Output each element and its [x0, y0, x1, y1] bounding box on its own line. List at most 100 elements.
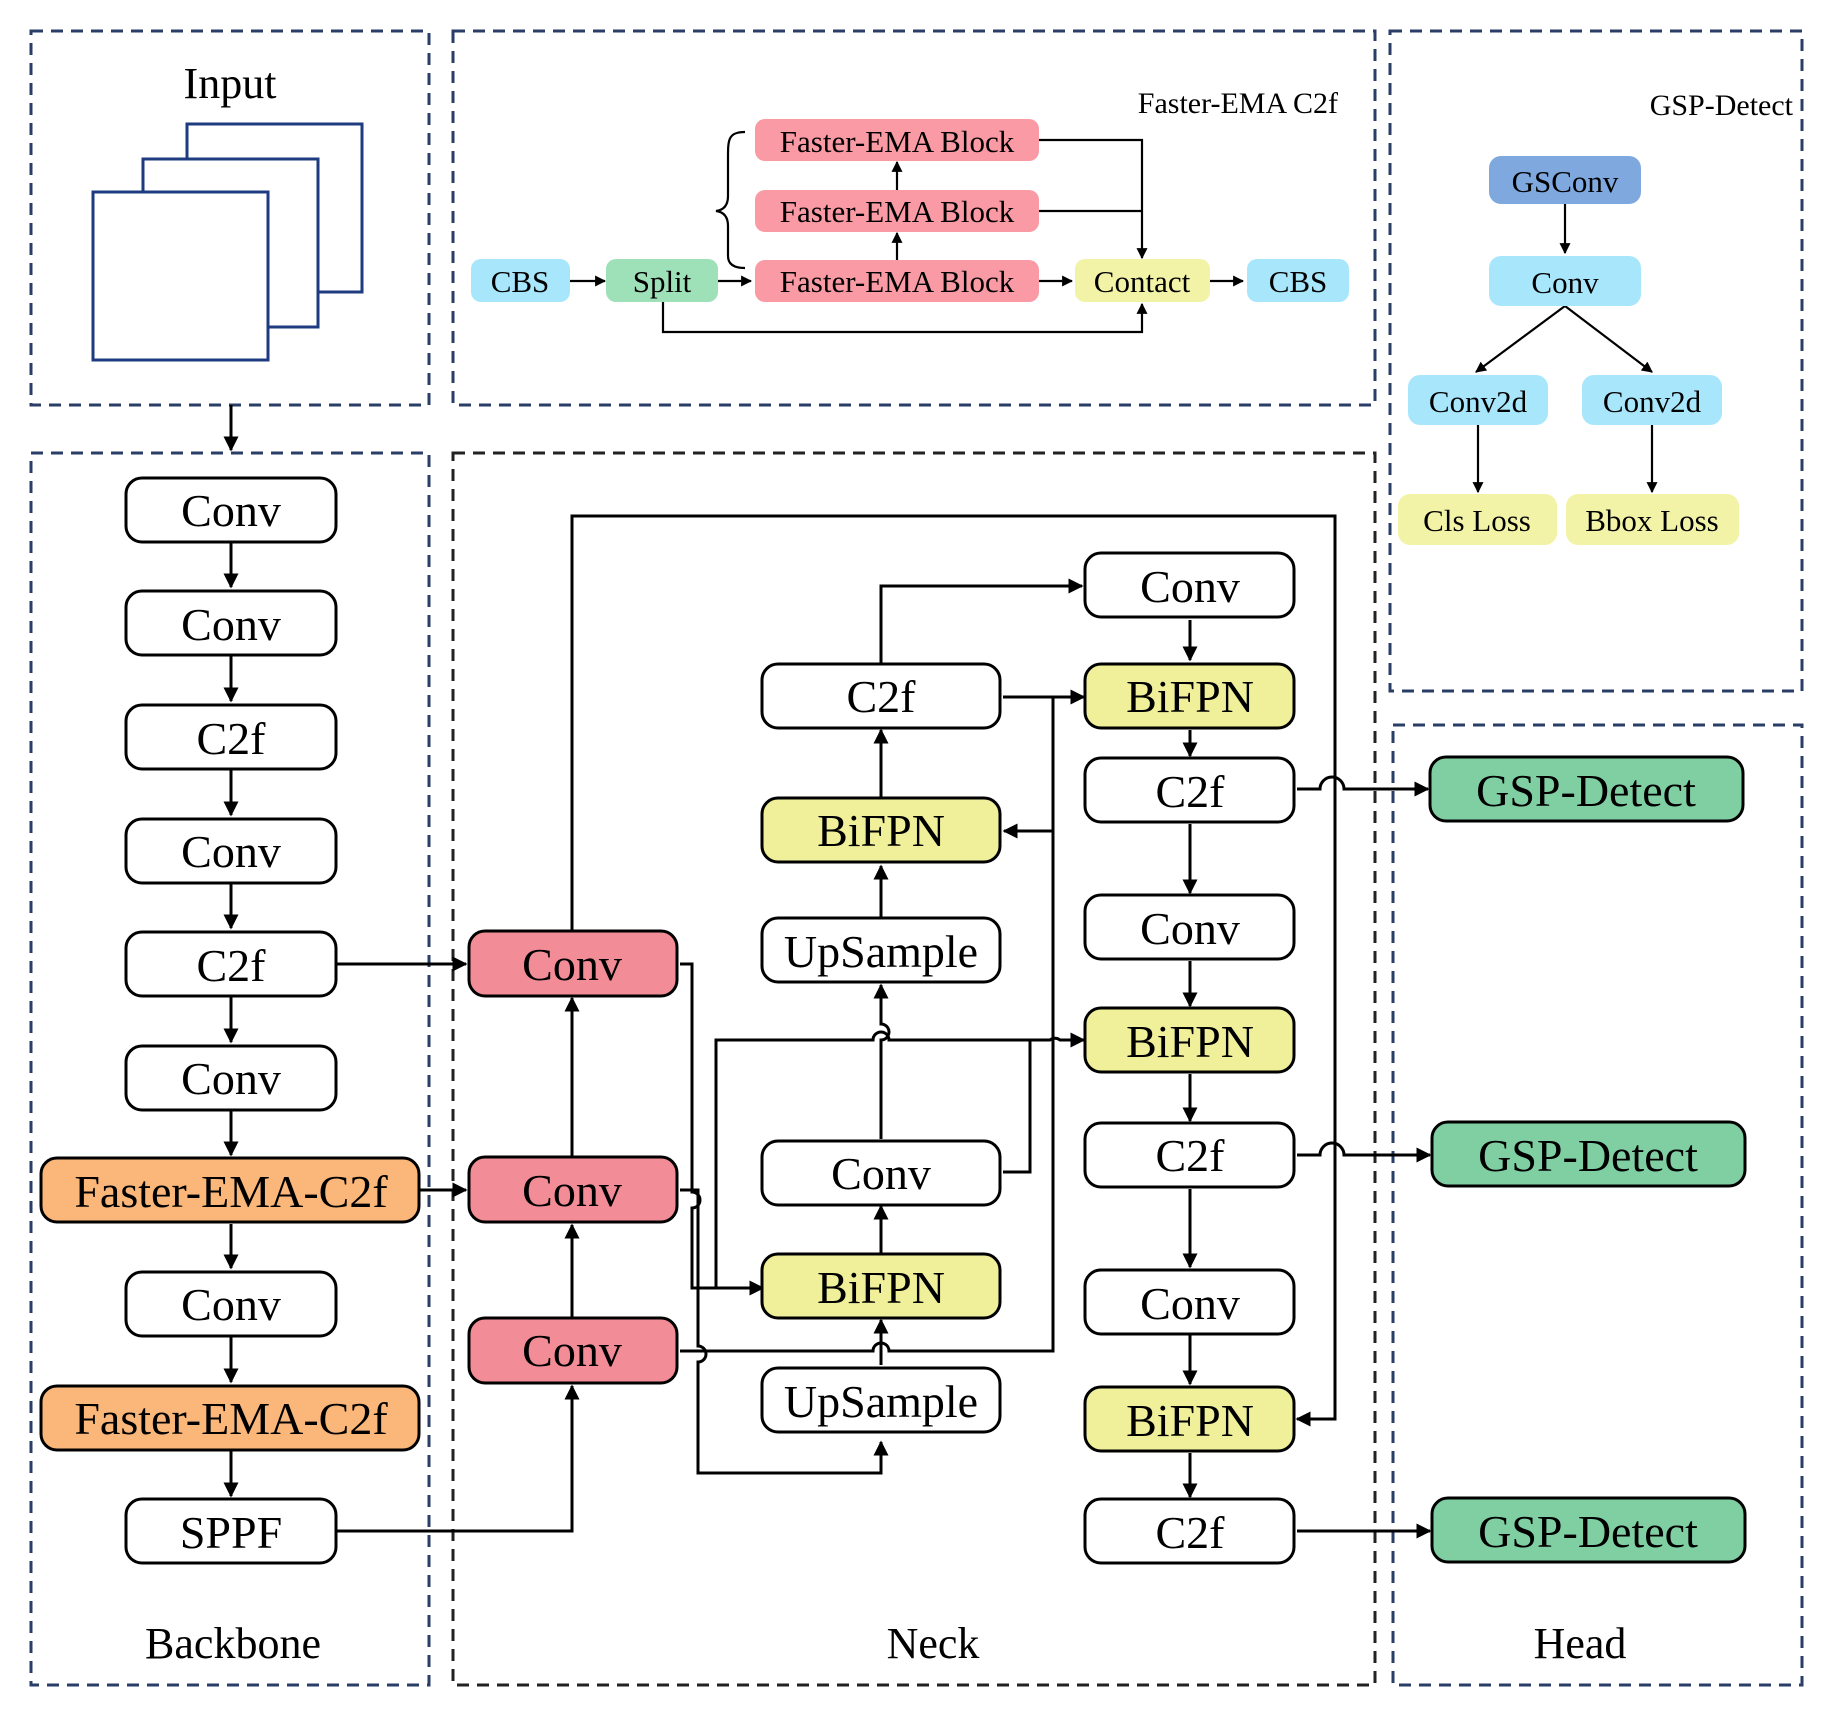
- svg-text:Conv: Conv: [831, 1148, 931, 1199]
- svg-text:Conv: Conv: [181, 485, 281, 536]
- svg-text:C2f: C2f: [1156, 1507, 1226, 1558]
- svg-text:Conv: Conv: [1140, 561, 1240, 612]
- c2f-cbs-in: CBS: [471, 259, 570, 302]
- gsp-conv2d-right: Conv2d: [1582, 375, 1722, 425]
- neck-conv-mid: Conv: [467, 1155, 679, 1224]
- neck-right-bifpn-2: BiFPN: [1083, 1006, 1296, 1074]
- c2f-contact: Contact: [1075, 259, 1210, 302]
- svg-text:Conv: Conv: [1140, 1278, 1240, 1329]
- svg-text:Conv: Conv: [522, 1325, 622, 1376]
- head-title: Head: [1534, 1619, 1627, 1668]
- svg-text:UpSample: UpSample: [784, 1376, 978, 1427]
- faster-ema-c2f-caption: Faster-EMA C2f: [1138, 87, 1338, 120]
- svg-text:GSConv: GSConv: [1512, 164, 1619, 199]
- svg-text:C2f: C2f: [1156, 1130, 1226, 1181]
- svg-text:Conv: Conv: [1531, 265, 1599, 300]
- gsp-cls-loss: Cls Loss: [1398, 494, 1557, 545]
- svg-text:Conv: Conv: [522, 939, 622, 990]
- neck-right-c2f-1: C2f: [1083, 756, 1296, 824]
- svg-text:Conv: Conv: [522, 1165, 622, 1216]
- backbone-conv-5: Conv: [124, 1270, 338, 1338]
- svg-text:C2f: C2f: [1156, 766, 1226, 817]
- backbone-c2f-2: C2f: [124, 930, 338, 998]
- head-gsp-detect-3: GSP-Detect: [1430, 1496, 1747, 1564]
- backbone-conv-2: Conv: [124, 589, 338, 657]
- gsp-conv: Conv: [1489, 256, 1641, 306]
- svg-text:Conv: Conv: [181, 1053, 281, 1104]
- neck-right-conv-3: Conv: [1083, 1268, 1296, 1336]
- gsp-module-connectors: [1472, 204, 1658, 494]
- svg-text:Conv: Conv: [181, 1279, 281, 1330]
- backbone-title: Backbone: [145, 1619, 321, 1668]
- svg-text:Split: Split: [633, 264, 692, 299]
- backbone-conv-4: Conv: [124, 1044, 338, 1112]
- neck-upsample-top: UpSample: [760, 916, 1002, 984]
- head-gsp-detect-2: GSP-Detect: [1430, 1120, 1747, 1188]
- svg-text:Faster-EMA Block: Faster-EMA Block: [780, 124, 1015, 159]
- svg-text:Conv2d: Conv2d: [1429, 384, 1528, 419]
- head-gsp-detect-1: GSP-Detect: [1428, 755, 1745, 823]
- svg-text:SPPF: SPPF: [180, 1507, 282, 1558]
- backbone-faster-ema-c2f-2: Faster-EMA-C2f: [39, 1384, 421, 1452]
- gsp-conv2d-left: Conv2d: [1408, 375, 1548, 425]
- c2f-block-3: Faster-EMA Block: [755, 260, 1039, 302]
- svg-text:CBS: CBS: [1269, 264, 1328, 299]
- gsp-detect-panel: [1388, 29, 1804, 693]
- input-title: Input: [184, 59, 277, 108]
- svg-text:Cls Loss: Cls Loss: [1423, 503, 1531, 538]
- backbone-conv-3: Conv: [124, 817, 338, 885]
- svg-text:Faster-EMA Block: Faster-EMA Block: [780, 194, 1015, 229]
- backbone-panel: [29, 451, 431, 1687]
- svg-text:UpSample: UpSample: [784, 926, 978, 977]
- svg-text:C2f: C2f: [197, 940, 267, 991]
- neck-right-conv-2: Conv: [1083, 893, 1296, 961]
- svg-text:CBS: CBS: [491, 264, 550, 299]
- gsp-detect-caption: GSP-Detect: [1650, 89, 1794, 122]
- svg-text:Conv: Conv: [181, 599, 281, 650]
- svg-text:C2f: C2f: [197, 713, 267, 764]
- svg-text:GSP-Detect: GSP-Detect: [1478, 1506, 1698, 1557]
- neck-bifpn-low: BiFPN: [760, 1252, 1002, 1320]
- c2f-cbs-out: CBS: [1247, 259, 1349, 302]
- neck-right-conv-1: Conv: [1083, 551, 1296, 619]
- svg-text:Conv: Conv: [181, 826, 281, 877]
- c2f-split: Split: [606, 259, 718, 302]
- svg-text:BiFPN: BiFPN: [817, 1262, 945, 1313]
- c2f-module-connectors: [570, 130, 1245, 334]
- svg-text:BiFPN: BiFPN: [817, 805, 945, 856]
- backbone-conv-1: Conv: [124, 476, 338, 544]
- svg-text:BiFPN: BiFPN: [1126, 1395, 1254, 1446]
- svg-text:Faster-EMA-C2f: Faster-EMA-C2f: [74, 1393, 388, 1444]
- svg-text:Conv: Conv: [1140, 903, 1240, 954]
- neck-title: Neck: [887, 1619, 980, 1668]
- neck-connectors: [336, 514, 1432, 1539]
- neck-bifpn-upper: BiFPN: [760, 796, 1002, 864]
- neck-c2f-upper: C2f: [760, 662, 1002, 730]
- svg-text:Faster-EMA-C2f: Faster-EMA-C2f: [74, 1166, 388, 1217]
- neck-right-bifpn-1: BiFPN: [1083, 662, 1296, 730]
- c2f-block-1: Faster-EMA Block: [755, 119, 1039, 161]
- neck-right-c2f-2: C2f: [1083, 1121, 1296, 1189]
- svg-text:GSP-Detect: GSP-Detect: [1478, 1130, 1698, 1181]
- backbone-c2f-1: C2f: [124, 703, 338, 771]
- neck-upsample-bot: UpSample: [760, 1366, 1002, 1434]
- neck-right-c2f-3: C2f: [1083, 1497, 1296, 1565]
- neck-conv-bot: Conv: [467, 1316, 679, 1385]
- svg-text:BiFPN: BiFPN: [1126, 1016, 1254, 1067]
- backbone-faster-ema-c2f-1: Faster-EMA-C2f: [39, 1156, 421, 1224]
- faster-ema-c2f-panel: [451, 29, 1377, 407]
- neck-conv-center: Conv: [760, 1139, 1002, 1207]
- gsp-bbox-loss: Bbox Loss: [1566, 494, 1739, 545]
- svg-text:Conv2d: Conv2d: [1603, 384, 1702, 419]
- svg-text:BiFPN: BiFPN: [1126, 671, 1254, 722]
- backbone-sppf: SPPF: [124, 1497, 338, 1565]
- svg-text:Bbox Loss: Bbox Loss: [1585, 503, 1719, 538]
- input-image-stack: [91, 122, 364, 362]
- svg-text:Contact: Contact: [1094, 264, 1191, 299]
- c2f-block-2: Faster-EMA Block: [755, 190, 1039, 232]
- neck-conv-top: Conv: [467, 929, 679, 998]
- gsp-gsconv: GSConv: [1489, 156, 1641, 204]
- head-panel: [1391, 723, 1804, 1687]
- neck-panel: [451, 451, 1377, 1687]
